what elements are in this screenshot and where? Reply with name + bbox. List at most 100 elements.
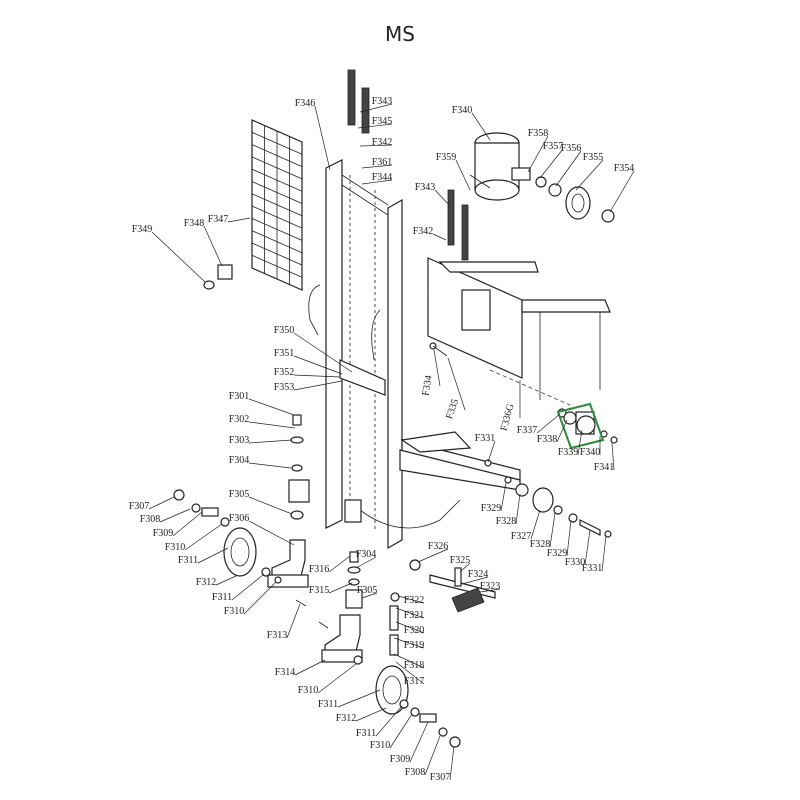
callout-leader — [433, 349, 441, 387]
callout-label-f310: F310 — [165, 542, 186, 553]
callout-leader — [424, 735, 441, 776]
lift-chains — [347, 69, 469, 261]
callout-label-f356: F356 — [561, 143, 582, 154]
callout-label-f314: F314 — [275, 667, 296, 678]
callout-label-f354: F354 — [614, 163, 635, 174]
callout-leader — [611, 442, 615, 471]
callout-leader — [355, 707, 387, 722]
callout-leader — [395, 621, 425, 634]
backrest-grid — [251, 119, 303, 291]
callout-label-f322: F322 — [404, 595, 425, 606]
callout-leader — [184, 523, 223, 551]
callout-leader — [148, 496, 175, 510]
callout-leader — [293, 380, 343, 391]
callout-label-f321: F321 — [404, 610, 425, 621]
callout-leader — [389, 713, 413, 749]
mast-frame — [308, 159, 521, 550]
callout-leader — [609, 170, 635, 213]
callout-leader — [584, 529, 591, 566]
callout-label-f323: F323 — [480, 581, 501, 592]
callout-leaders — [148, 103, 635, 781]
callout-label-f340: F340 — [452, 105, 473, 116]
callout-label-f331: F331 — [475, 433, 496, 444]
callout-leader — [243, 581, 277, 615]
callout-label-f309: F309 — [390, 754, 411, 765]
callout-leader — [515, 493, 521, 525]
callout-label-f339: F339 — [558, 447, 579, 458]
callout-leader — [248, 398, 295, 416]
callout-leader — [227, 217, 251, 223]
callout-leader — [479, 588, 501, 593]
callout-leader — [328, 555, 351, 573]
callout-label-f335: F335 — [444, 398, 461, 421]
callout-label-f305: F305 — [229, 489, 250, 500]
callout-label-f331: F331 — [582, 563, 603, 574]
callout-leader — [359, 144, 393, 147]
callout-label-f329: F329 — [547, 548, 568, 559]
callout-leader — [293, 374, 341, 378]
callout-label-f328: F328 — [530, 539, 551, 550]
callout-label-f355: F355 — [583, 152, 604, 163]
callout-leader — [409, 721, 429, 763]
callout-leader — [159, 508, 191, 523]
callout-leader — [395, 661, 425, 685]
callout-leader — [527, 135, 549, 173]
callout-label-f343: F343 — [415, 182, 436, 193]
callout-label-f359: F359 — [436, 152, 457, 163]
callout-label-f310: F310 — [224, 606, 245, 617]
callout-leader — [248, 421, 296, 429]
callout-label-f312: F312 — [196, 577, 217, 588]
callout-label-f301: F301 — [229, 391, 250, 402]
callout-leader — [337, 689, 381, 708]
callout-label-f318: F318 — [404, 660, 425, 671]
callout-label-f320: F320 — [404, 625, 425, 636]
pump-pedal-assembly — [389, 559, 496, 656]
callout-label-f308: F308 — [405, 767, 426, 778]
callout-label-f352: F352 — [274, 367, 295, 378]
callout-leader — [361, 592, 378, 599]
callout-leader — [459, 562, 471, 573]
callout-label-f312: F312 — [336, 713, 357, 724]
callout-leader — [357, 123, 393, 129]
highlight-box — [556, 402, 605, 450]
callout-label-f343: F343 — [372, 96, 393, 107]
callout-label-f306: F306 — [229, 513, 250, 524]
callout-leader — [172, 511, 203, 537]
callout-label-f310: F310 — [370, 740, 391, 751]
callout-leader — [417, 548, 449, 563]
callout-label-f334: F334 — [420, 374, 434, 396]
callout-leader — [471, 112, 491, 141]
callout-label-f305: F305 — [357, 585, 378, 596]
callout-leader — [393, 637, 425, 649]
callout-leader — [231, 573, 265, 601]
callout-label-f351: F351 — [274, 348, 295, 359]
callout-leader — [197, 547, 229, 564]
callout-label-f325: F325 — [450, 555, 471, 566]
callout-leader — [455, 159, 471, 191]
callout-leader — [293, 332, 353, 373]
callout-leader — [375, 705, 403, 737]
hydraulic-cylinder — [469, 132, 615, 223]
callout-leader — [434, 189, 451, 207]
callout-label-f309: F309 — [153, 528, 174, 539]
callout-label-f350: F350 — [274, 325, 295, 336]
callout-label-f328: F328 — [496, 516, 517, 527]
callout-leader — [601, 535, 607, 572]
callout-label-f311: F311 — [212, 592, 232, 603]
callout-leader — [500, 482, 507, 512]
callout-leader — [395, 607, 425, 619]
callout-label-f342: F342 — [372, 137, 393, 148]
callout-label-f340: F340 — [580, 447, 601, 458]
callout-label-f358: F358 — [528, 128, 549, 139]
callout-leader — [447, 357, 466, 411]
callout-leader — [317, 663, 357, 694]
callout-label-f347: F347 — [208, 214, 229, 225]
callout-leader — [248, 520, 295, 546]
callout-label-f308: F308 — [140, 514, 161, 525]
callout-leader — [539, 148, 564, 179]
callout-leader — [151, 231, 206, 283]
callout-label-f311: F311 — [178, 555, 198, 566]
callout-label-f357: F357 — [543, 141, 564, 152]
